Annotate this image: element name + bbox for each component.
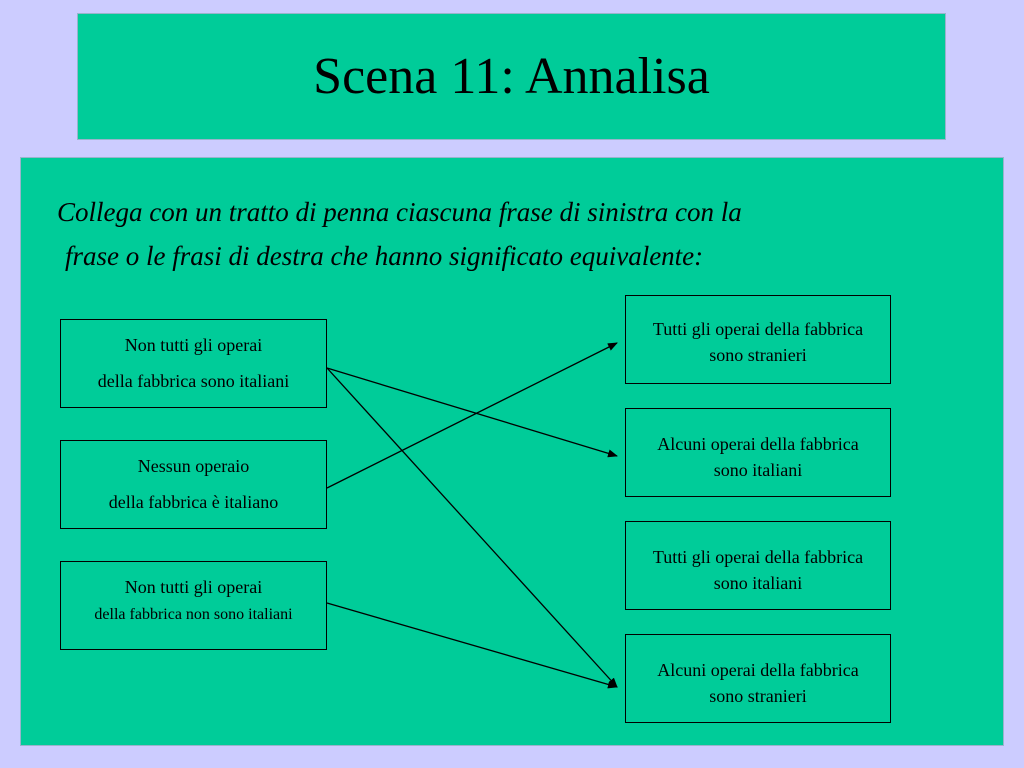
- left-box-1[interactable]: Non tutti gli operai della fabbrica sono…: [60, 319, 327, 408]
- instruction-line-1: Collega con un tratto di penna ciascuna …: [57, 197, 742, 227]
- right-box-2[interactable]: Alcuni operai della fabbrica sono italia…: [625, 408, 891, 497]
- instruction-line-2: frase o le frasi di destra che hanno sig…: [65, 241, 704, 271]
- left-box-2-line-1: Nessun operaio: [137, 456, 250, 476]
- slide-title: Scena 11: Annalisa: [313, 48, 710, 105]
- connector-arrow-3: [326, 342, 618, 489]
- left-box-2[interactable]: Nessun operaio della fabbrica è italiano: [60, 440, 327, 529]
- right-box-3[interactable]: Tutti gli operai della fabbrica sono ita…: [625, 521, 891, 610]
- connector-arrow-4: [326, 602, 618, 689]
- right-box-4-line-2: sono stranieri: [709, 686, 807, 706]
- instruction-text: Collega con un tratto di penna ciascuna …: [57, 190, 957, 278]
- left-box-1-line-1: Non tutti gli operai: [124, 335, 263, 355]
- right-box-3-line-1: Tutti gli operai della fabbrica: [652, 547, 864, 567]
- left-box-3-line-2: della fabbrica non sono italiani: [94, 606, 293, 623]
- right-box-4[interactable]: Alcuni operai della fabbrica sono strani…: [625, 634, 891, 723]
- left-box-1-line-2: della fabbrica sono italiani: [97, 371, 290, 391]
- title-banner: Scena 11: Annalisa: [77, 13, 946, 140]
- connector-arrow-2: [326, 367, 618, 688]
- right-box-1-line-2: sono stranieri: [709, 345, 807, 365]
- left-box-3[interactable]: Non tutti gli operai della fabbrica non …: [60, 561, 327, 650]
- left-box-3-line-1: Non tutti gli operai: [124, 577, 263, 597]
- right-box-1-line-1: Tutti gli operai della fabbrica: [652, 319, 864, 339]
- right-box-4-line-1: Alcuni operai della fabbrica: [657, 660, 859, 680]
- right-box-2-line-2: sono italiani: [713, 460, 803, 480]
- right-box-1[interactable]: Tutti gli operai della fabbrica sono str…: [625, 295, 891, 384]
- left-box-2-line-2: della fabbrica è italiano: [108, 492, 279, 512]
- right-box-3-line-2: sono italiani: [713, 573, 803, 593]
- connector-arrow-1: [326, 367, 618, 458]
- right-box-2-line-1: Alcuni operai della fabbrica: [657, 434, 859, 454]
